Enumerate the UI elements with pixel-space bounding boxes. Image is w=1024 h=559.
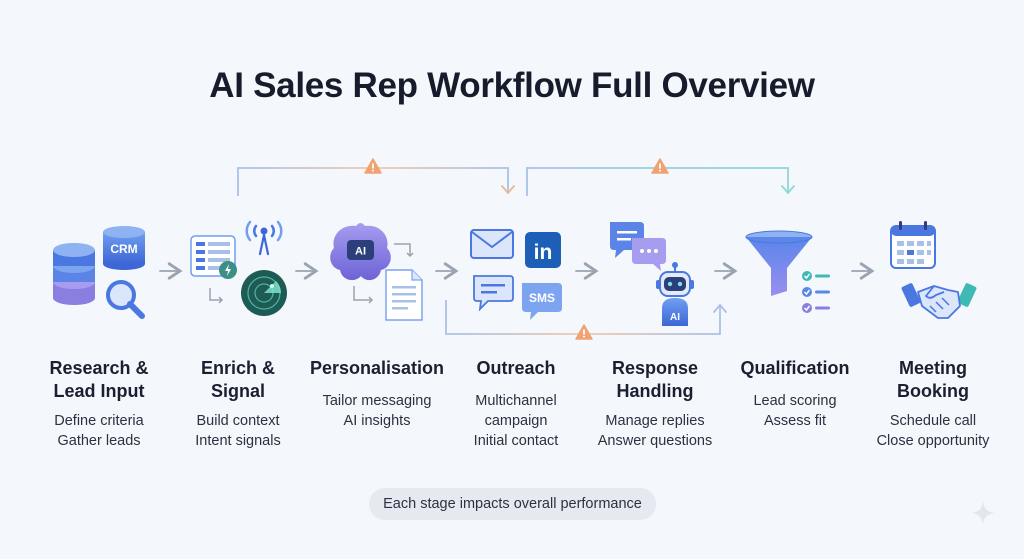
stage-outreach-description: Multichannel campaign Initial contact bbox=[436, 391, 596, 451]
sms-label: SMS bbox=[529, 291, 555, 305]
ai-robot-icon: AI bbox=[656, 262, 694, 326]
stage-qualification-title: Qualification bbox=[740, 358, 850, 378]
enrich-bolt-icon bbox=[219, 261, 237, 279]
crm-label: CRM bbox=[110, 242, 137, 256]
checklist-icon bbox=[802, 271, 830, 313]
stage-enrich-title: Enrich & Signal bbox=[200, 358, 275, 401]
chat-bubble-icon bbox=[473, 275, 514, 312]
stage-detail: Tailor messaging bbox=[322, 393, 432, 409]
elbow-arrow-icon bbox=[209, 288, 224, 304]
elbow-arrow-icon bbox=[353, 243, 414, 304]
stage-outreach-title: Outreach bbox=[476, 358, 556, 378]
linkedin-label: in bbox=[534, 241, 553, 264]
stage-detail: Manage replies bbox=[605, 413, 705, 429]
footer-note: Each stage impacts overall performance bbox=[369, 488, 656, 520]
chat-bubbles-icon bbox=[610, 222, 666, 271]
stage-detail: Initial contact bbox=[473, 433, 559, 449]
stage-meeting-title: Meeting Booking bbox=[897, 358, 969, 401]
handshake-icon bbox=[901, 283, 977, 319]
sparkle-icon bbox=[971, 501, 995, 525]
stage-detail: campaign bbox=[484, 413, 548, 429]
stage-detail: Gather leads bbox=[57, 433, 141, 449]
sms-icon: SMS bbox=[522, 283, 562, 320]
ai-brain-icon: AI bbox=[330, 223, 391, 281]
document-icon bbox=[385, 269, 423, 321]
stage-response-description: Manage replies Answer questions bbox=[575, 411, 735, 451]
crm-icon: CRM bbox=[103, 226, 145, 270]
stage-personalisation-title: Personalisation bbox=[309, 358, 445, 378]
warning-icon bbox=[651, 158, 669, 174]
stage-detail: Intent signals bbox=[195, 433, 281, 449]
stage-detail: Define criteria bbox=[54, 413, 144, 429]
funnel-icon bbox=[745, 230, 813, 296]
stage-research-title: Research & Lead Input bbox=[49, 358, 149, 401]
stage-qualification-description: Lead scoring Assess fit bbox=[715, 391, 875, 431]
stage-detail: Assess fit bbox=[763, 413, 827, 429]
warning-icon bbox=[364, 158, 382, 174]
stage-detail: Close opportunity bbox=[876, 433, 990, 449]
linkedin-icon: in bbox=[525, 232, 561, 268]
database-icon bbox=[53, 243, 95, 305]
stage-enrich-description: Build context Intent signals bbox=[158, 411, 318, 451]
stage-meeting-description: Schedule call Close opportunity bbox=[853, 411, 1013, 451]
page-title: AI Sales Rep Workflow Full Overview bbox=[209, 66, 815, 105]
stage-personalisation-description: Tailor messaging AI insights bbox=[297, 391, 457, 431]
calendar-icon bbox=[890, 221, 936, 269]
radar-icon bbox=[241, 270, 287, 316]
stage-response-title: Response Handling bbox=[611, 358, 699, 401]
stage-detail: Multichannel bbox=[475, 393, 557, 409]
robot-badge-label: AI bbox=[670, 312, 680, 323]
stage-research-description: Define criteria Gather leads bbox=[19, 411, 179, 451]
email-icon bbox=[470, 229, 514, 259]
stage-detail: AI insights bbox=[343, 413, 411, 429]
stage-detail: Answer questions bbox=[597, 433, 713, 449]
signal-antenna-icon bbox=[245, 220, 283, 256]
stage-detail: Schedule call bbox=[889, 413, 977, 429]
data-table-icon bbox=[190, 235, 236, 277]
magnifier-icon bbox=[106, 280, 145, 319]
warning-icon bbox=[575, 324, 593, 340]
ai-brain-label: AI bbox=[355, 246, 366, 258]
stage-detail: Lead scoring bbox=[753, 393, 837, 409]
stage-detail: Build context bbox=[196, 413, 280, 429]
